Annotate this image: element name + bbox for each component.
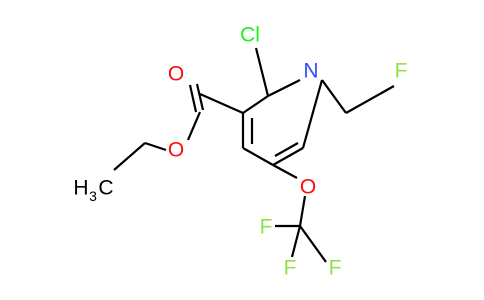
trifluoro-fluorine-right-label: F: [329, 257, 342, 280]
nitrogen-label: N: [303, 60, 318, 83]
bond-oester-ch2: [144, 141, 167, 152]
bond-cf3-fright: [299, 225, 327, 263]
bond-c4-c5: [242, 147, 274, 166]
bond-oether-cf3: [298, 195, 307, 227]
fluoromethyl-fluorine-label: F: [395, 60, 408, 83]
bond-c3-carbonyl: [199, 92, 244, 115]
bond-c6-n: [301, 79, 324, 149]
methyl-hydrogen: H: [73, 177, 88, 200]
bond-carbonyl-o-1: [188, 84, 198, 113]
atom-labels: Cl N F O O O F F F H 3 C: [73, 24, 407, 280]
bond-carbonyl-o-2: [195, 83, 205, 111]
bond-n-c2: [267, 79, 301, 97]
bond-c6-ch2: [321, 79, 347, 114]
ether-oxygen-label: O: [300, 176, 316, 199]
trifluoro-fluorine-left-label: F: [284, 257, 297, 280]
ester-oxygen-label: O: [168, 139, 184, 162]
methyl-subscript: 3: [89, 188, 97, 204]
bond-cf3-fleft: [290, 225, 302, 258]
methyl-carbon: C: [98, 177, 113, 200]
bond-ch2-ch3: [113, 142, 146, 171]
carbonyl-oxygen-label: O: [168, 63, 184, 86]
bond-ch2-f: [345, 85, 395, 114]
methyl-label: H 3 C: [73, 177, 113, 205]
bond-lines: [113, 47, 395, 263]
bond-c2-cl: [254, 47, 270, 97]
bond-c5-oether: [272, 164, 298, 179]
chlorine-label: Cl: [240, 24, 260, 47]
trifluoro-fluorine-top-label: F: [260, 216, 273, 239]
bond-c2-c3: [242, 95, 269, 114]
bond-c5-c6: [272, 147, 304, 166]
bond-carbonyl-oester: [186, 111, 202, 141]
bond-c5-c6-inner: [274, 142, 299, 157]
